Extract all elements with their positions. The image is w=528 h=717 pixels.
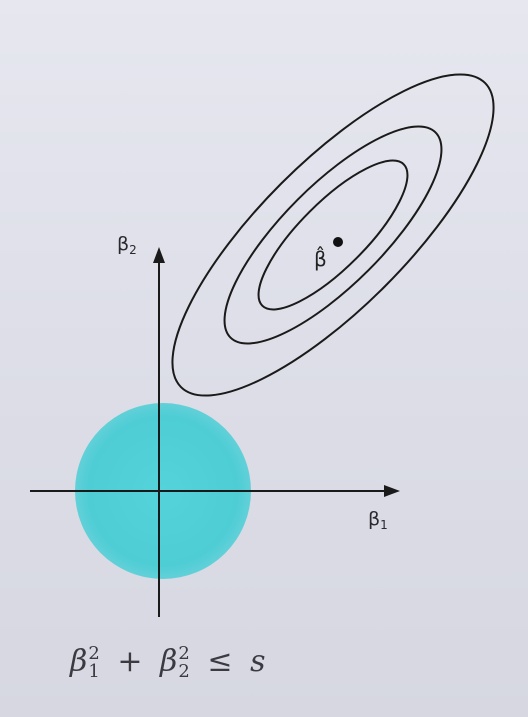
- y-axis-arrowhead: [153, 247, 165, 263]
- beta-hat-label: β̂: [314, 246, 327, 271]
- relation-sign: ≤: [207, 644, 233, 679]
- x-axis-label: β1: [368, 508, 388, 532]
- rss-contours: [171, 73, 495, 397]
- y-axis-label: β2: [117, 233, 137, 257]
- contour-middle: [223, 125, 443, 345]
- contour-outer: [171, 73, 495, 397]
- contour-inner: [257, 159, 409, 311]
- beta-hat-point: [333, 237, 343, 247]
- constraint-rhs: s: [250, 644, 266, 679]
- plus-sign: +: [117, 644, 143, 679]
- x-axis-arrowhead: [384, 485, 400, 497]
- axes: [30, 258, 390, 617]
